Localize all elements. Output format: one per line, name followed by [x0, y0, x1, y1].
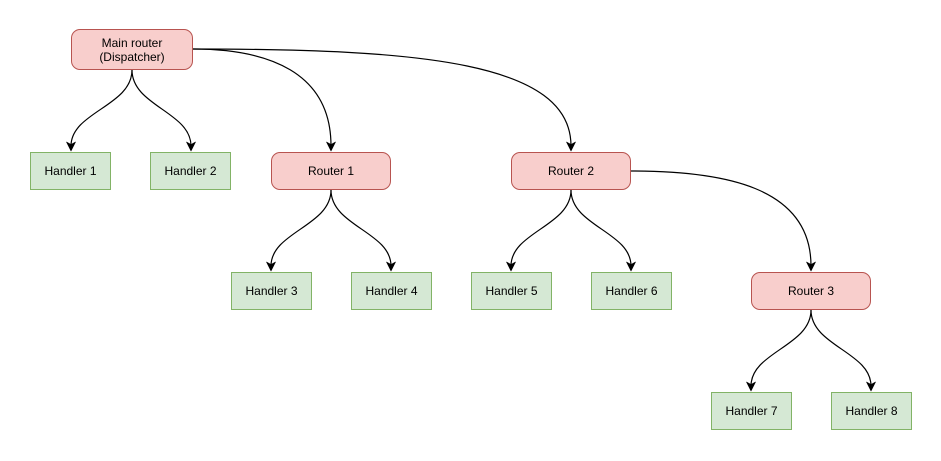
node-label: Router 1 — [307, 164, 355, 178]
arrow-head-icon — [806, 261, 816, 272]
node-handler5[interactable]: Handler 5 — [471, 272, 552, 310]
edge-e-main-h1 — [66, 69, 133, 152]
edge-e-r2-h5 — [506, 189, 572, 272]
edge-e-main-r2 — [192, 48, 576, 152]
edge-e-r2-r3 — [630, 170, 816, 272]
arrow-head-icon — [626, 261, 636, 272]
edge-e-r3-h8 — [810, 309, 876, 392]
node-label: Handler 2 — [164, 164, 217, 178]
arrow-head-icon — [386, 261, 396, 272]
node-label: Handler 4 — [365, 284, 418, 298]
node-handler6[interactable]: Handler 6 — [591, 272, 672, 310]
node-label: Handler 5 — [485, 284, 538, 298]
arrow-head-icon — [566, 141, 576, 152]
node-router2[interactable]: Router 2 — [511, 152, 631, 190]
node-label: Router 2 — [547, 164, 595, 178]
arrow-head-icon — [66, 141, 76, 152]
node-handler8[interactable]: Handler 8 — [831, 392, 912, 430]
arrow-head-icon — [506, 261, 516, 272]
edge-e-r2-h6 — [570, 189, 636, 272]
edge-e-r1-h3 — [266, 189, 332, 272]
arrow-head-icon — [866, 381, 876, 392]
edge-e-r1-h4 — [330, 189, 396, 272]
node-handler1[interactable]: Handler 1 — [30, 152, 111, 190]
node-handler7[interactable]: Handler 7 — [711, 392, 792, 430]
edge-e-r3-h7 — [746, 309, 812, 392]
arrow-head-icon — [266, 261, 276, 272]
arrow-head-icon — [186, 141, 196, 152]
node-main_router[interactable]: Main router (Dispatcher) — [71, 29, 193, 70]
arrow-head-icon — [746, 381, 756, 392]
edge-e-main-r1 — [192, 48, 336, 152]
node-router1[interactable]: Router 1 — [271, 152, 391, 190]
node-label: Main router (Dispatcher) — [99, 35, 165, 64]
arrow-head-icon — [326, 141, 336, 152]
node-label: Handler 1 — [44, 164, 97, 178]
node-label: Handler 3 — [245, 284, 298, 298]
node-handler2[interactable]: Handler 2 — [150, 152, 231, 190]
node-label: Router 3 — [787, 284, 835, 298]
node-router3[interactable]: Router 3 — [751, 272, 871, 310]
node-label: Handler 7 — [725, 404, 778, 418]
node-label: Handler 6 — [605, 284, 658, 298]
node-handler3[interactable]: Handler 3 — [231, 272, 312, 310]
node-handler4[interactable]: Handler 4 — [351, 272, 432, 310]
node-label: Handler 8 — [845, 404, 898, 418]
edge-e-main-h2 — [131, 69, 196, 152]
